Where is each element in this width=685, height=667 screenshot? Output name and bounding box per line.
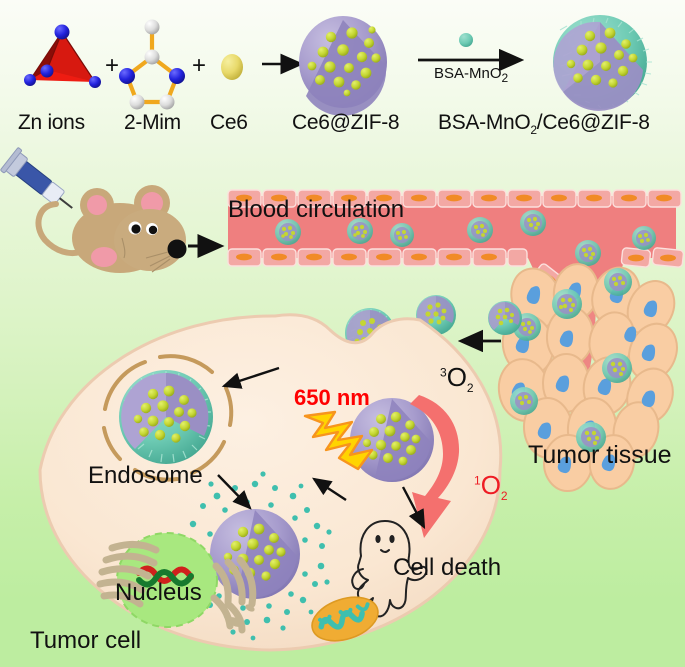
label-endosome: Endosome — [88, 462, 203, 489]
label-cell-death: Cell death — [393, 554, 502, 581]
label-650nm-laser: 650 nm — [294, 385, 370, 410]
endosome-nanoparticle — [119, 370, 213, 464]
zn-tetrahedron-icon — [24, 24, 101, 88]
label-nucleus: Nucleus — [115, 579, 202, 606]
circulating-particles — [275, 210, 656, 266]
plus-sign-2: + — [192, 52, 207, 79]
tumor-tissue — [497, 263, 678, 492]
blood-vessel — [227, 189, 685, 300]
laser-bolt-icon — [303, 410, 374, 471]
tumor-cell — [38, 313, 503, 652]
mitochondrion — [311, 596, 379, 642]
endosome-ring — [102, 354, 234, 482]
label-bsa-mno2-reagent: BSA-MnO2 — [434, 65, 509, 85]
label-singlet-oxygen: 1O2 — [474, 470, 508, 504]
syringe-icon — [0, 147, 73, 209]
ce6-sphere-icon — [221, 54, 243, 80]
imidazole-ring-icon — [119, 19, 185, 110]
label-triplet-oxygen: 3O2 — [440, 362, 474, 396]
mouse-icon — [35, 185, 187, 273]
label-blood-circulation: Blood circulation — [228, 196, 405, 223]
ghost-icon — [351, 520, 428, 618]
label-tumor-cell: Tumor cell — [30, 627, 142, 654]
label-ce6: Ce6 — [210, 111, 248, 134]
ros-conversion-arrow — [410, 395, 460, 538]
reaction-arrow-2 — [418, 33, 525, 72]
dna-helix-icon — [136, 565, 194, 588]
golgi-vesicles — [228, 604, 255, 627]
coated-nanoparticle-icon — [553, 15, 652, 111]
label-zn-ions: Zn ions — [18, 111, 85, 134]
label-ce6-zif8: Ce6@ZIF-8 — [292, 111, 400, 134]
label-bsa-mno2-ce6-zif8: BSA-MnO2/Ce6@ZIF-8 — [438, 111, 650, 138]
internal-arrows — [217, 366, 426, 530]
label-tumor-tissue: Tumor tissue — [528, 441, 672, 469]
golgi-apparatus — [96, 541, 257, 634]
mno2-dot-icon — [459, 33, 473, 47]
purple-nanoparticle-icon — [299, 16, 387, 116]
internalized-particles — [510, 268, 632, 452]
plus-sign-1: + — [105, 52, 120, 79]
label-2-mim: 2-Mim — [124, 111, 181, 134]
irradiated-nanoparticle — [350, 398, 434, 482]
